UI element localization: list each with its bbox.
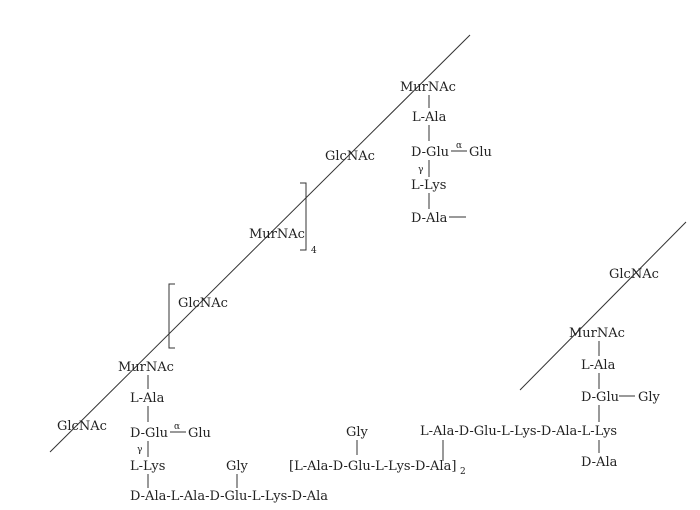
glcnac-repeat-label: GlcNAc [178,296,228,311]
murnac-top-label: MurNAc [400,80,456,95]
murnac-right-label: MurNAc [569,326,625,341]
llys-top-label: L-Lys [411,178,446,193]
lala-top-label: L-Ala [412,110,447,125]
repeat-count-label: 4 [311,246,317,256]
murnac-left-label: MurNAc [118,360,174,375]
llys-left-label: L-Lys [130,459,165,474]
bottom-chain-label: D-Ala-L-Ala-D-Glu-L-Lys-D-Ala [130,489,328,504]
right-chain-label: L-Ala-D-Glu-L-Lys-D-Ala-L-Lys [420,424,617,439]
dglu-right-label: D-Glu [581,390,619,405]
glycan-backbone-line-right [519,221,687,391]
bridge-chain-label: [L-Ala-D-Glu-L-Lys-D-Ala] [289,459,456,474]
glu-top-label: Glu [469,145,492,160]
gly-lower-label: Gly [226,459,249,474]
glcnac-right-label: GlcNAc [609,267,659,282]
gly-mid-label: Gly [346,425,369,440]
glcnac-upper-label: GlcNAc [325,149,375,164]
lala-left-label: L-Ala [130,391,165,406]
glycan-backbone-line [49,34,471,453]
dala-top-label: D-Ala [411,211,448,226]
repeat-bracket-murnac [300,182,307,251]
murnac-repeat-label: MurNAc [249,227,305,242]
bridge-subscript-label: 2 [460,467,466,477]
repeat-bracket-glcnac [168,283,175,349]
gamma-top-label: γ [418,165,423,175]
gamma-left-label: γ [137,445,142,455]
dala-right-label: D-Ala [581,455,618,470]
dglu-left-label: D-Glu [130,426,168,441]
glu-left-label: Glu [188,426,211,441]
dglu-top-label: D-Glu [411,145,449,160]
lala-right-label: L-Ala [581,358,616,373]
alpha-left-label: α [174,422,180,432]
alpha-top-label: α [456,141,462,151]
glcnac-left-label: GlcNAc [57,419,107,434]
gly-right-label: Gly [638,390,661,405]
